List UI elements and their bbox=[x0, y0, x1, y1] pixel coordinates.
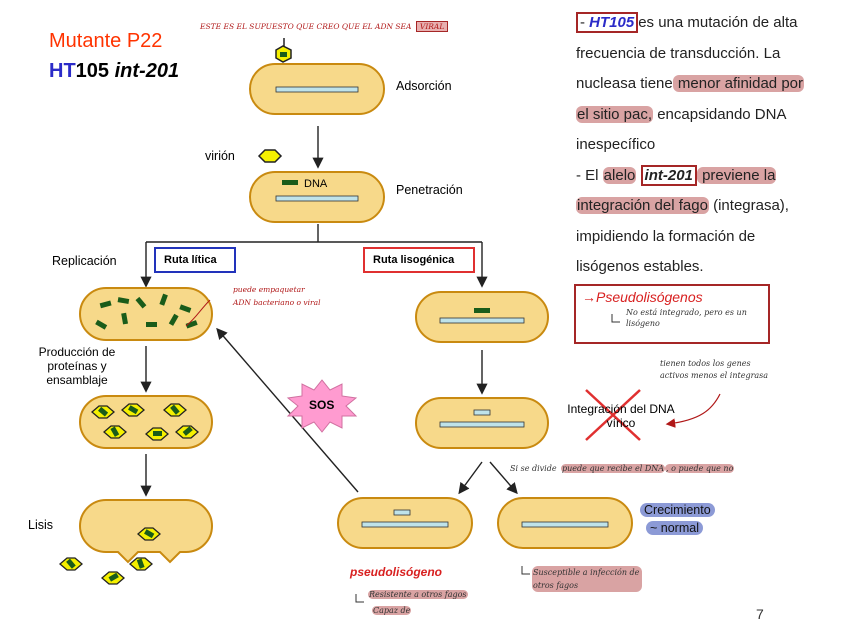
note-all-genes-active: tienen todos los genes activos menos el … bbox=[660, 359, 769, 380]
label-adsorption: Adsorción bbox=[396, 79, 452, 93]
rp-line-4: el sitio pac, encapsidando DNA bbox=[576, 100, 844, 131]
cell-pseudolysogen bbox=[337, 497, 473, 549]
rp-line6b: alelo bbox=[602, 166, 637, 184]
note-division: Si se divide puede que recibe el DNA, o … bbox=[510, 458, 840, 473]
rp-line4a: el sitio pac, bbox=[576, 105, 654, 123]
note-division-c: , o puede que no bbox=[665, 464, 735, 473]
rp-line6d: previene la bbox=[696, 166, 777, 184]
rp-int201: int-201 bbox=[640, 164, 697, 186]
sos-burst bbox=[286, 379, 358, 433]
cell-assembly bbox=[79, 395, 213, 449]
cell-lysogenic-1 bbox=[415, 291, 549, 343]
pseudolysogens-note: No está integrado, pero es un lisógeno bbox=[626, 308, 747, 328]
rp-line7a: integración del fago bbox=[576, 197, 709, 214]
note-resistant: Resistente a otros fagos bbox=[368, 590, 468, 599]
cell-penetration bbox=[249, 171, 385, 223]
page-number: 7 bbox=[756, 606, 764, 622]
note-susceptible: Susceptible a infección de otros fagos bbox=[532, 566, 642, 592]
title-allele: int-201 bbox=[114, 60, 180, 82]
cell-lysogenic-2 bbox=[415, 397, 549, 449]
rp-line3a: nucleasa tiene bbox=[576, 75, 673, 92]
rp-line-6: - El alelo int-201 previene la bbox=[576, 161, 844, 192]
lysogenic-route-label: Ruta lisogénica bbox=[367, 251, 461, 269]
label-virion: virión bbox=[205, 149, 235, 163]
rp-dash: - bbox=[580, 14, 590, 31]
pseudolysogens-label: Pseudolisógenos bbox=[596, 289, 703, 305]
rp-ht105-box: - HT105 bbox=[576, 12, 639, 33]
label-production: Producción de proteínas y ensamblaje bbox=[38, 345, 116, 387]
released-virions bbox=[59, 557, 153, 585]
rp-line1-text: es una mutación de alta bbox=[638, 14, 798, 31]
label-dna: DNA bbox=[304, 178, 328, 190]
blocked-integration-cross bbox=[585, 389, 641, 441]
pseudolysogens-arrow-icon: → bbox=[582, 289, 596, 305]
note-capable: Capaz de bbox=[372, 606, 412, 615]
rp-line4b: encapsidando DNA bbox=[653, 105, 787, 123]
title-strain: HT105 int-201 bbox=[49, 60, 179, 83]
rp-line3b: menor afinidad por bbox=[672, 75, 804, 92]
rp-ht105: HT105 bbox=[589, 14, 635, 31]
pseudolysogens-box: →Pseudolisógenos No está integrado, pero… bbox=[574, 284, 770, 344]
label-growth: Crecimiento bbox=[640, 503, 715, 517]
pseudolysogens-title: →Pseudolisógenos bbox=[576, 286, 768, 305]
label-growth-normal: ~ normal bbox=[646, 521, 703, 535]
rp-line-9: lisógenos estables. bbox=[576, 258, 704, 275]
cell-lysis bbox=[78, 499, 214, 564]
rp-line-2: frecuencia de transducción. La bbox=[576, 44, 781, 62]
label-replication: Replicación bbox=[52, 254, 117, 268]
rp-line6a: - El bbox=[576, 166, 603, 184]
rp-line-3: nucleasa tiene menor afinidad por bbox=[576, 69, 844, 100]
note-division-a: Si se divide bbox=[510, 464, 557, 473]
cell-adsorption bbox=[249, 63, 385, 115]
virion-adsorbing-icon bbox=[275, 38, 292, 63]
rp-line-8: impidiendo la formación de bbox=[576, 227, 756, 245]
label-lysis: Lisis bbox=[28, 518, 54, 532]
label-pseudolysogen: pseudolisógeno bbox=[350, 565, 443, 579]
top-note-text: ESTE ES EL SUPUESTO QUE CREO QUE EL ADN … bbox=[200, 22, 412, 31]
title-number: 105 bbox=[75, 60, 110, 82]
rp-line-5: inespecífico bbox=[576, 136, 656, 153]
cell-normal bbox=[497, 497, 633, 549]
label-penetration: Penetración bbox=[396, 183, 463, 197]
top-note: ESTE ES EL SUPUESTO QUE CREO QUE EL ADN … bbox=[200, 16, 520, 34]
virion-icon bbox=[257, 149, 283, 163]
title-mutant: Mutante P22 bbox=[49, 30, 163, 52]
note-division-b: puede que recibe el DNA bbox=[561, 464, 666, 473]
label-sos: SOS bbox=[309, 398, 335, 412]
cell-replication bbox=[79, 287, 213, 341]
label-integration: Integración del DNA vírico bbox=[567, 402, 675, 430]
title-ht: HT bbox=[49, 60, 76, 82]
top-note-box: VIRAL bbox=[415, 21, 449, 32]
note-lytic-dna: puede empaquetar ADN bacteriano o viral bbox=[233, 285, 321, 307]
rp-line7b: (integrasa), bbox=[708, 197, 789, 214]
assembled-virion-icon bbox=[91, 405, 115, 419]
rp-line-7: integración del fago (integrasa), bbox=[576, 191, 844, 222]
lytic-route-label: Ruta lítica bbox=[158, 251, 223, 269]
